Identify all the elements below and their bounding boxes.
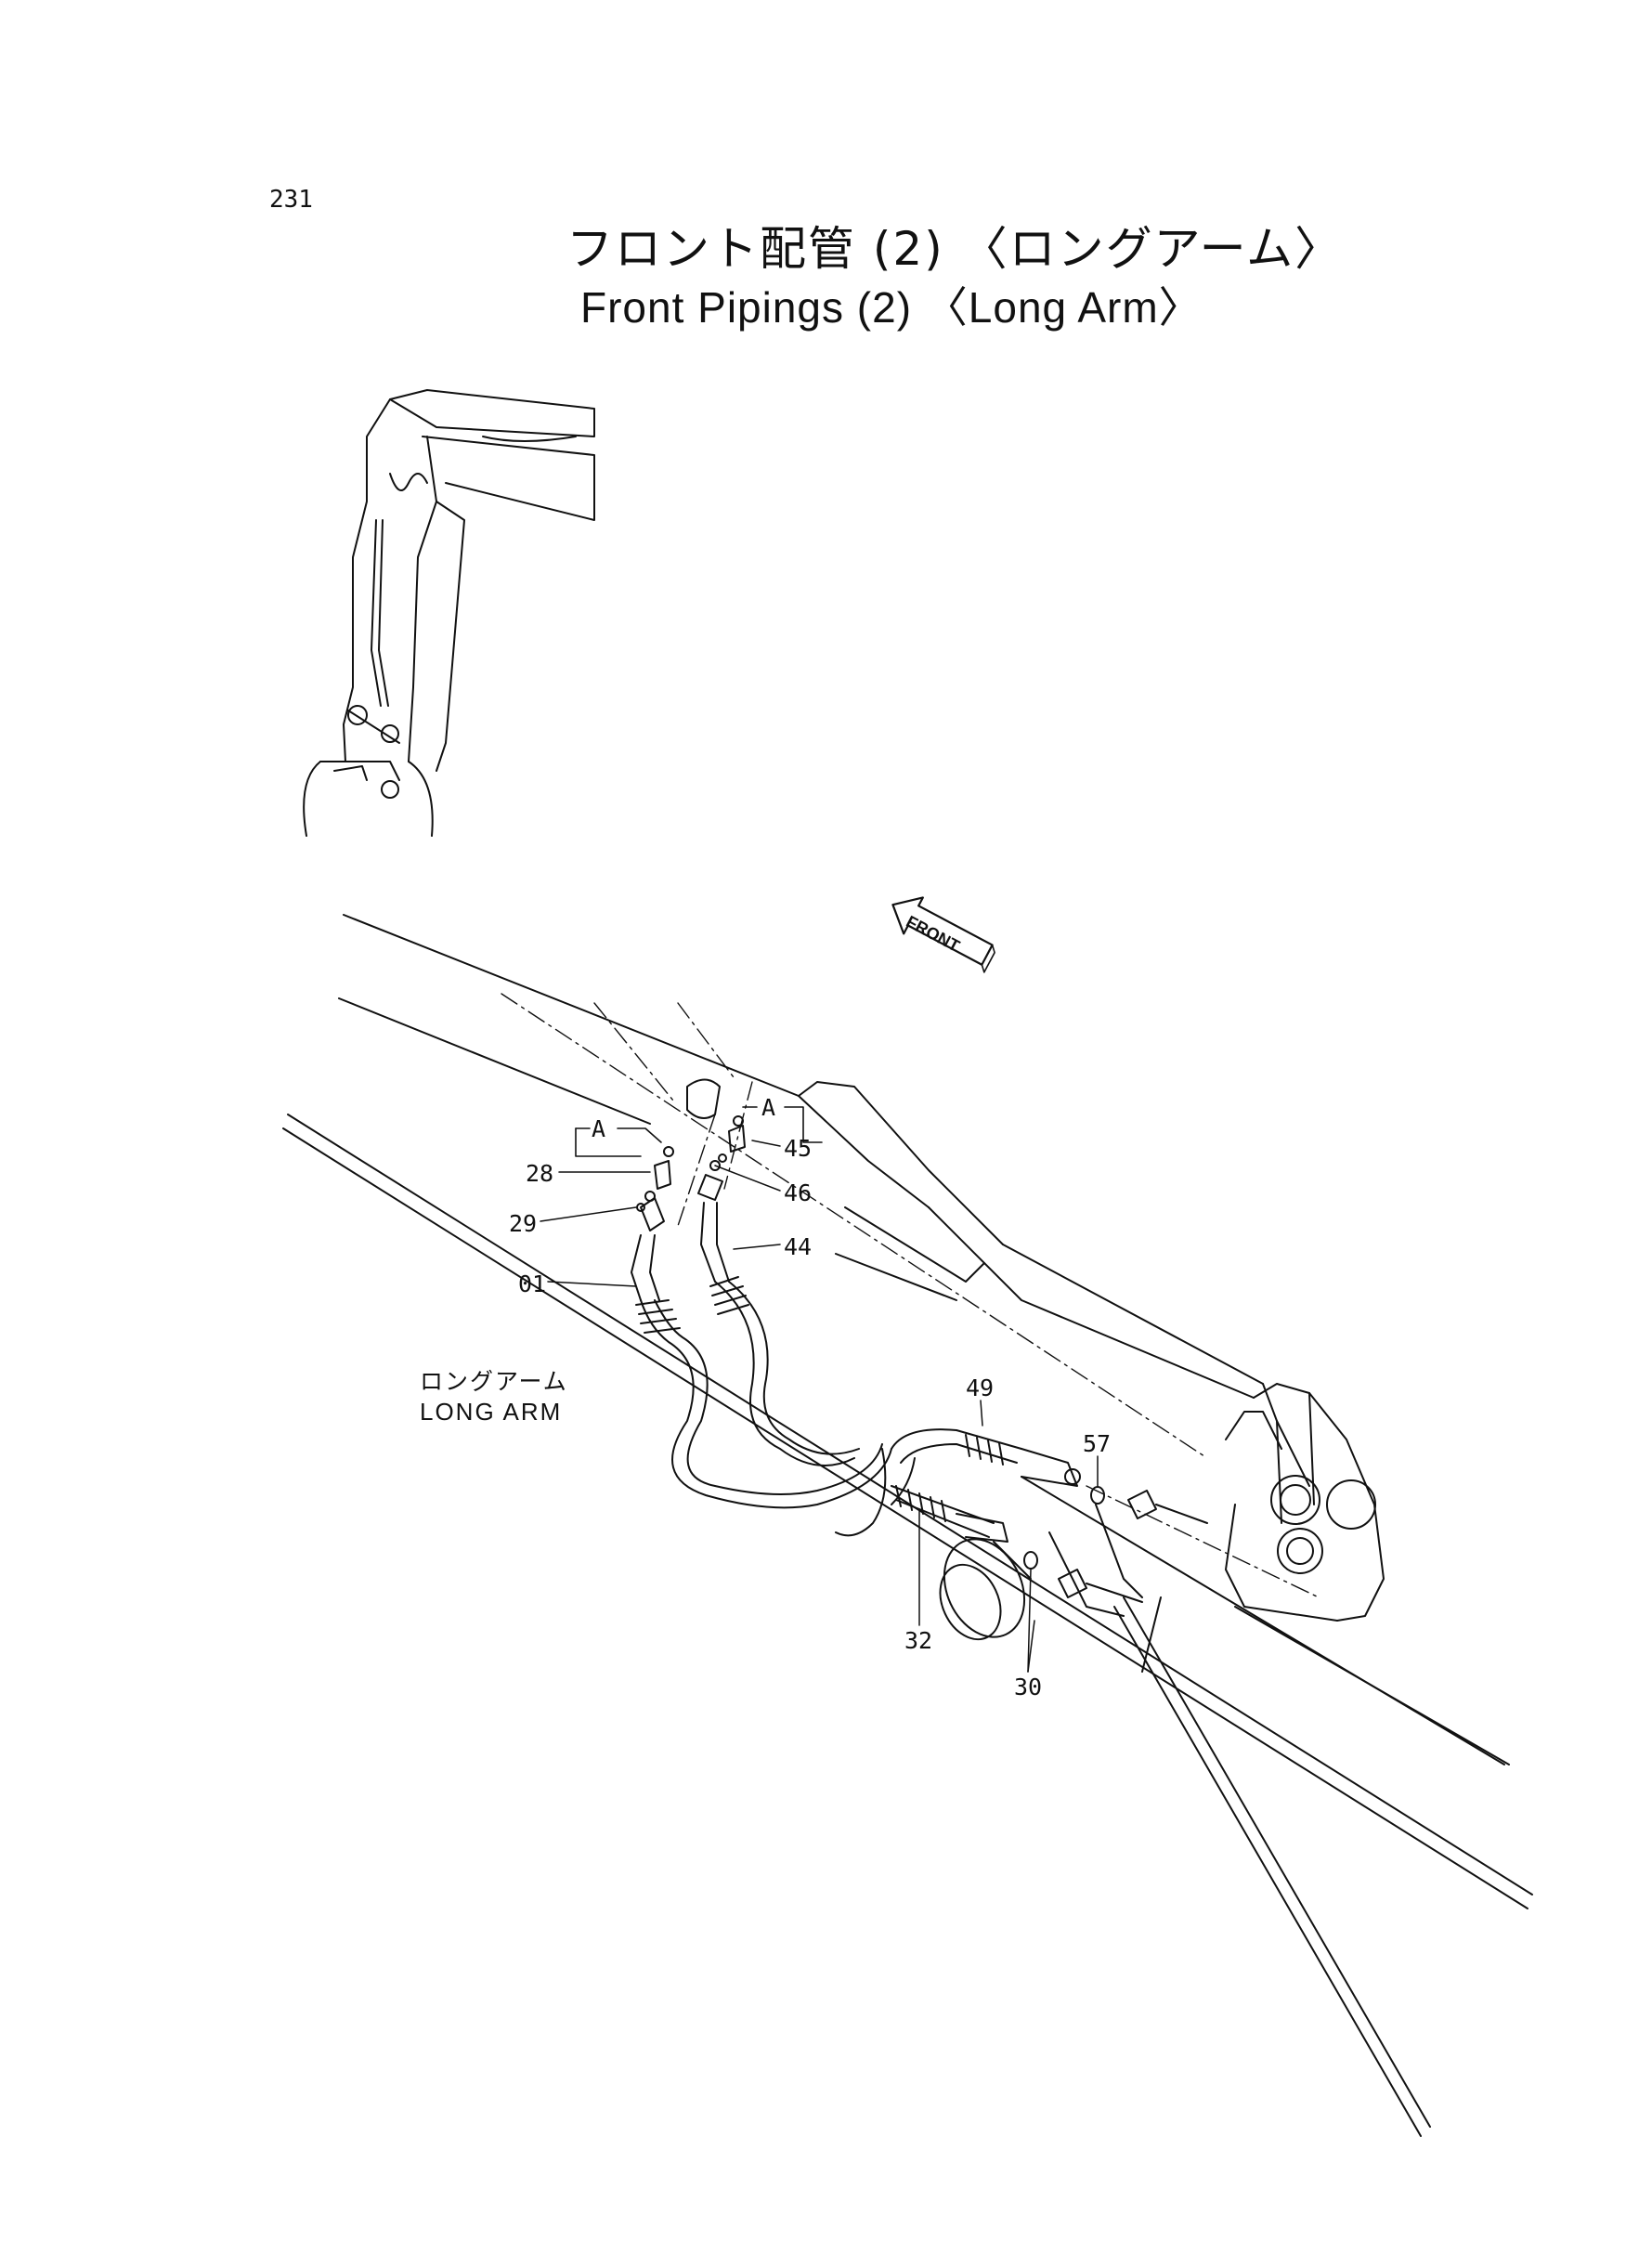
pipe-upper-stub xyxy=(1155,1504,1208,1524)
fitting-45 xyxy=(728,1125,746,1153)
part-label-57: 57 xyxy=(1083,1430,1112,1457)
washer-57 xyxy=(1090,1486,1105,1505)
detail-a-label-right: A xyxy=(761,1094,776,1121)
pipe-lower-stub xyxy=(1086,1583,1143,1603)
long-arm-body xyxy=(282,914,1533,2137)
part-label-29: 29 xyxy=(509,1210,538,1237)
hose-49 xyxy=(891,1428,1081,1487)
inset-overview-sketch xyxy=(303,389,595,837)
fitting-arm-end-upper xyxy=(1127,1490,1157,1519)
fitting-28 xyxy=(654,1160,671,1190)
part-label-49: 49 xyxy=(966,1375,995,1401)
hose-44 xyxy=(697,1174,860,1466)
title-english: Front Pipings (2) 〈Long Arm〉 xyxy=(580,283,1203,332)
part-label-32: 32 xyxy=(904,1627,933,1654)
part-label-01: 01 xyxy=(518,1270,547,1297)
washer-30 xyxy=(1023,1551,1038,1570)
cylinder-cap xyxy=(939,1538,1032,1641)
long-arm-label-english: LONG ARM xyxy=(420,1398,563,1426)
detail-a-bracket-right xyxy=(742,1106,823,1143)
long-arm-label-japanese: ロングアーム xyxy=(420,1368,568,1395)
seals xyxy=(636,1115,744,1212)
detail-a-bracket-left xyxy=(575,1127,662,1157)
leader-lines xyxy=(540,1140,1099,1673)
hose-32 xyxy=(835,1448,1008,1543)
upper-fitting xyxy=(686,1078,721,1119)
hose-01 xyxy=(631,1197,892,1509)
part-label-44: 44 xyxy=(784,1233,813,1260)
fitting-arm-end-lower xyxy=(1058,1569,1087,1598)
part-label-45: 45 xyxy=(784,1135,813,1162)
part-label-46: 46 xyxy=(784,1179,813,1206)
page-number: 231 xyxy=(269,186,313,214)
detail-a-label-left: A xyxy=(592,1115,606,1142)
part-label-30: 30 xyxy=(1014,1674,1043,1700)
title-japanese: フロント配管 (2) 〈ロングアーム〉 xyxy=(566,222,1344,276)
part-label-28: 28 xyxy=(526,1160,554,1187)
center-lines xyxy=(501,993,1320,1598)
front-direction-arrow xyxy=(891,896,995,973)
